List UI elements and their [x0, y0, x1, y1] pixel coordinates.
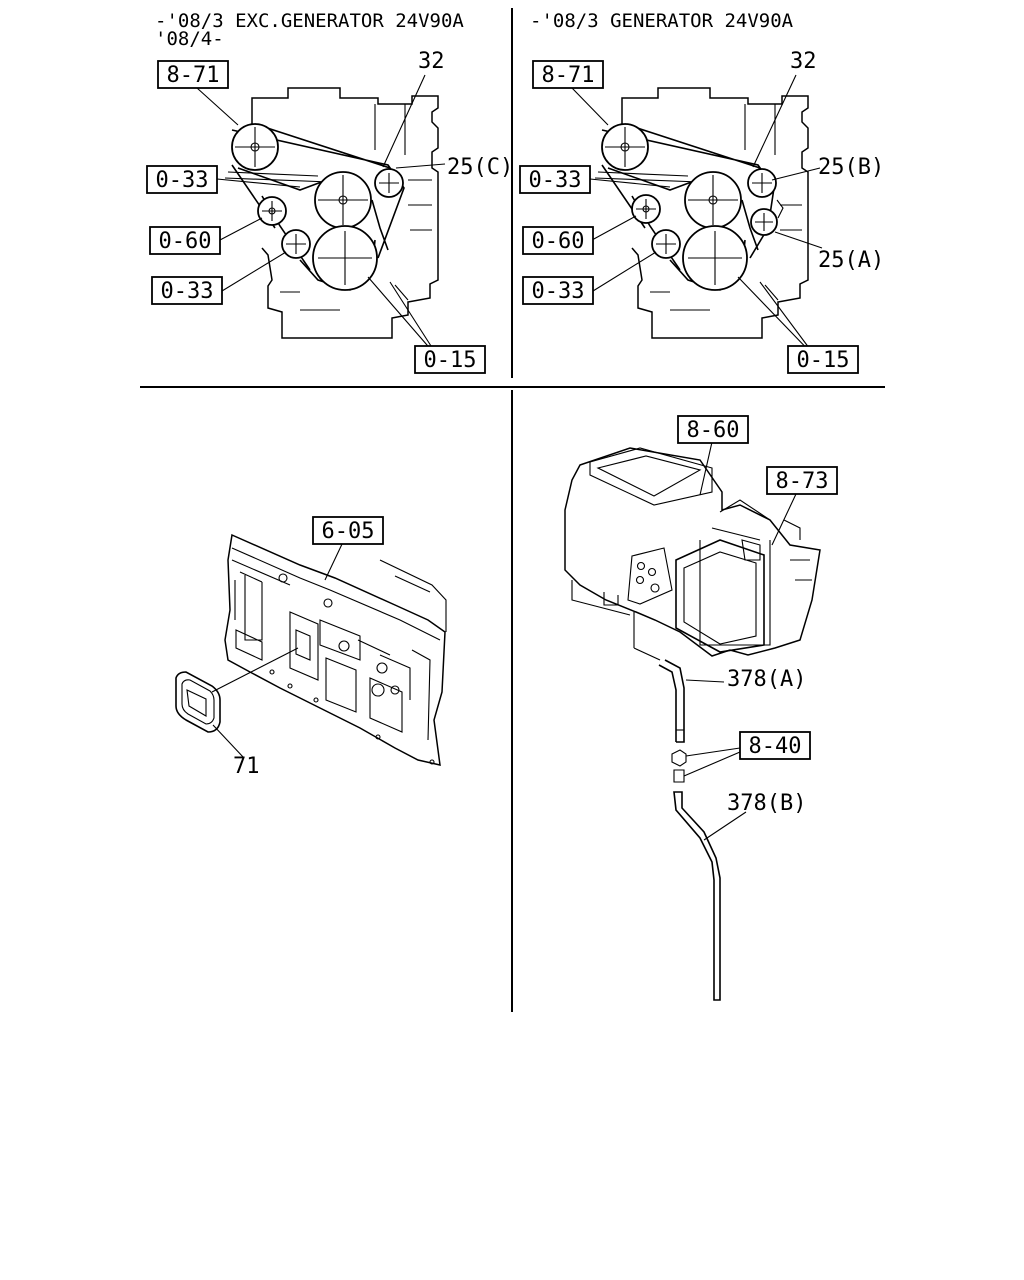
- engine-outline: [621, 87, 809, 339]
- ref-box-8-71: [157, 60, 229, 89]
- ref-box-0-60: [149, 226, 221, 255]
- panel-dividers: [140, 8, 885, 1012]
- heater-duct-flange: [675, 539, 765, 653]
- callout-32: 32: [418, 49, 445, 74]
- dash-panel-outline: [224, 533, 446, 766]
- dash-panel-pocket: [289, 611, 403, 733]
- panel-top-right-belt-layout: 8-71 0-33 0-60 0-33 0-15 32 25(B) 25(A): [519, 49, 884, 374]
- ref-0-15-label: 0-15: [797, 348, 850, 373]
- ref-8-60-label: 8-60: [687, 418, 740, 443]
- ref-0-60-label: 0-60: [532, 229, 585, 254]
- ref-box-0-33-lower: [522, 276, 594, 305]
- ref-box-6-05: [312, 516, 384, 545]
- ref-8-73-label: 8-73: [776, 469, 829, 494]
- seal-71: [175, 671, 221, 733]
- ref-8-71-label: 8-71: [542, 63, 595, 88]
- ref-0-33-lower-label: 0-33: [532, 279, 585, 304]
- hose-378a: [658, 659, 685, 743]
- ref-box-8-73: [766, 466, 838, 495]
- callout-32: 32: [790, 49, 817, 74]
- heater-unit-outline: [564, 447, 821, 657]
- ref-box-0-60: [522, 226, 594, 255]
- ref-0-60-label: 0-60: [159, 229, 212, 254]
- ref-box-0-33-lower: [151, 276, 223, 305]
- ref-8-71-label: 8-71: [167, 63, 220, 88]
- panel-bottom-left-dash-panel: 6-05 71: [175, 516, 447, 779]
- header-top-right: -'08/3 GENERATOR 24V90A: [530, 10, 794, 32]
- callout-378b: 378(B): [727, 791, 806, 816]
- ref-box-0-33-upper: [519, 165, 591, 194]
- panel-top-left-belt-layout: 8-71 0-33 0-60 0-33 0-15 32 25(C): [146, 49, 513, 374]
- callout-25c: 25(C): [447, 155, 513, 180]
- callout-25a: 25(A): [818, 248, 884, 273]
- ref-box-8-60: [677, 415, 749, 444]
- ref-box-0-15: [414, 345, 486, 374]
- clip-8-40: [671, 749, 687, 783]
- ref-0-33-lower-label: 0-33: [161, 279, 214, 304]
- callout-378a: 378(A): [727, 667, 806, 692]
- ref-box-8-40: [739, 731, 811, 760]
- ref-0-33-upper-label: 0-33: [156, 168, 209, 193]
- callout-25b: 25(B): [818, 155, 884, 180]
- ref-8-40-label: 8-40: [749, 734, 802, 759]
- ref-box-8-71: [532, 60, 604, 89]
- ref-0-15-label: 0-15: [424, 348, 477, 373]
- ref-box-0-15: [787, 345, 859, 374]
- panel-bottom-right-heater-unit: 8-60 8-73 8-40 378(A) 378(B): [564, 415, 838, 1001]
- engine-outline: [251, 87, 439, 339]
- header-top-left-line2: '08/4-: [155, 28, 224, 50]
- ref-box-0-33-upper: [146, 165, 218, 194]
- hose-378b: [673, 791, 721, 1001]
- ref-6-05-label: 6-05: [322, 519, 375, 544]
- callout-71: 71: [233, 754, 260, 779]
- ref-0-33-upper-label: 0-33: [529, 168, 582, 193]
- header-top-left-line1: -'08/3 EXC.GENERATOR 24V90A: [155, 10, 464, 32]
